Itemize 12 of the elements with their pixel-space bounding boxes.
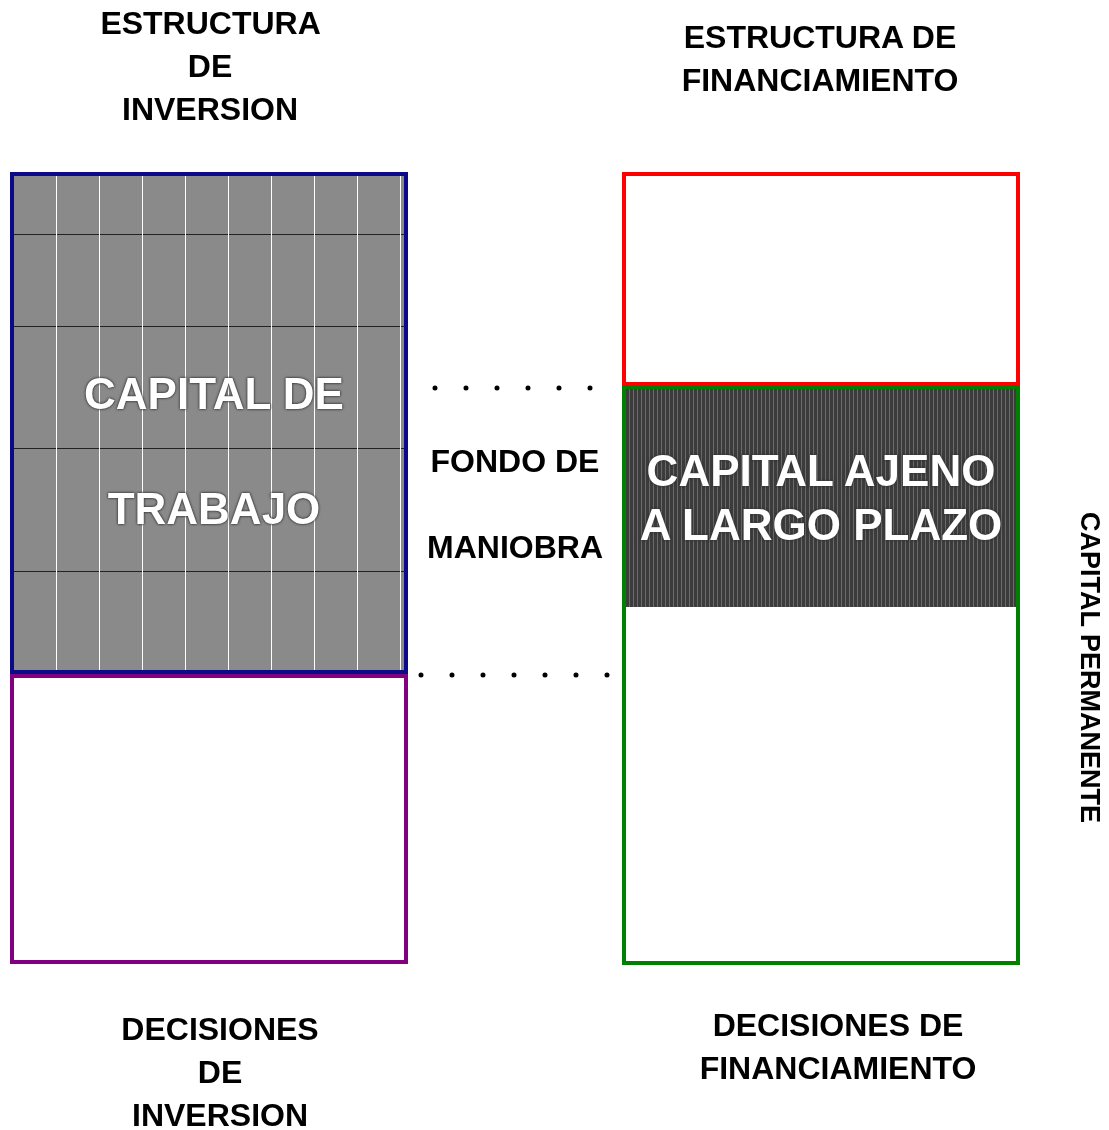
side-label: CAPITAL PERMANENTE	[1074, 512, 1106, 823]
column-footer: DECISIONES DE INVERSION	[121, 1008, 319, 1130]
investment-block	[10, 674, 408, 964]
block-label: CAPITAL AJENO A LARGO PLAZO	[638, 445, 1004, 551]
financing-block	[622, 172, 1020, 386]
bracket-label: FONDO DE MANIOBRA	[427, 442, 603, 567]
column-heading: ESTRUCTURA DE INVERSION	[100, 4, 320, 129]
financing-block	[622, 385, 1020, 965]
column-heading: ESTRUCTURA DE FINANCIAMIENTO	[681, 18, 959, 100]
working-capital-block	[10, 172, 408, 674]
column-footer: DECISIONES DE FINANCIAMIENTO	[699, 1004, 977, 1090]
long-term-debt-block	[626, 389, 1016, 607]
